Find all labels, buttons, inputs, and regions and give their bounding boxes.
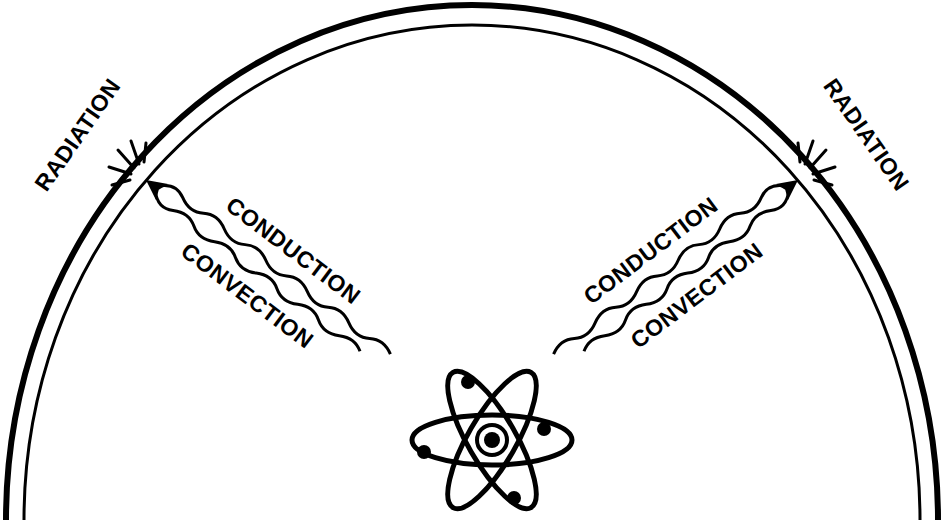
heat-flow-arrows (551, 141, 835, 370)
outer-dome-wall (6, 5, 938, 520)
atom-symbol (412, 360, 572, 519)
wavy-line (159, 179, 393, 358)
heat-flow-arrows (109, 141, 393, 370)
radiation-burst (798, 141, 835, 185)
radiation-burst (109, 141, 146, 185)
process-label: RADIATION (30, 74, 126, 195)
inner-dome-wall (24, 25, 920, 520)
process-label: RADIATION (818, 74, 914, 195)
wavy-line (551, 179, 785, 358)
